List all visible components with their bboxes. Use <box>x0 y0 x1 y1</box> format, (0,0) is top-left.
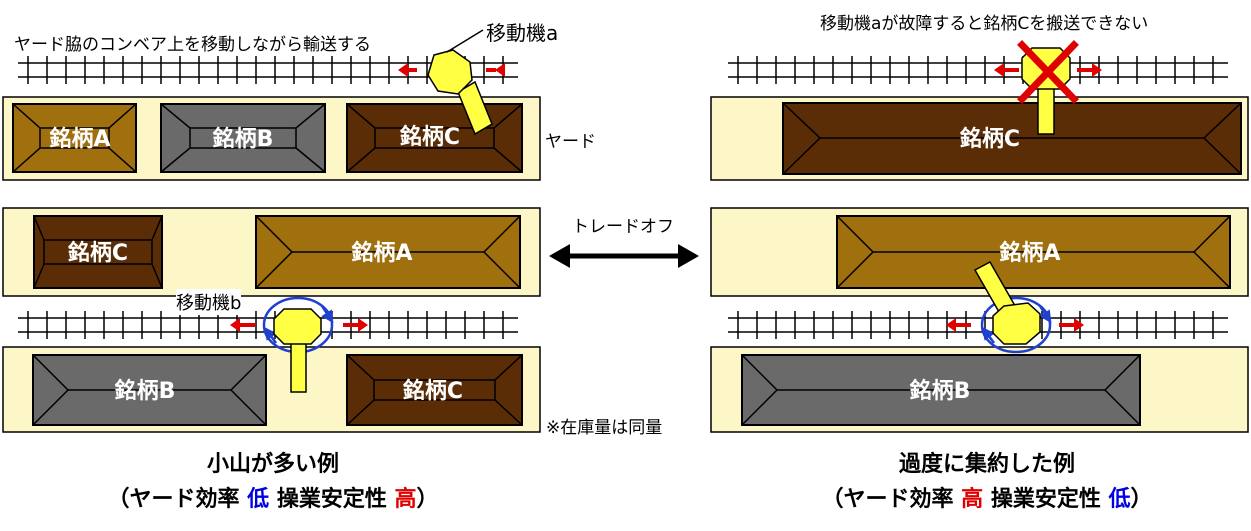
left-title-line2: （ヤード効率 低 操業安定性 高） <box>53 481 493 513</box>
right-stability-value: 低 <box>1108 487 1131 512</box>
yard-label: ヤード <box>545 132 596 152</box>
inventory-note: ※在庫量は同量 <box>546 418 663 438</box>
machine-a-right-failed <box>994 40 1102 135</box>
pile-left-r2-a: 銘柄A <box>255 215 521 289</box>
pile-label: 銘柄B <box>910 378 971 404</box>
arrow-left-icon <box>946 318 956 332</box>
right-efficiency-value: 高 <box>961 487 984 512</box>
right-title-line1: 過度に集約した例 <box>898 452 1075 477</box>
arrow-right-icon <box>495 63 505 77</box>
left-title: 小山が多い例 （ヤード効率 低 操業安定性 高） <box>53 446 493 513</box>
machine-b-right <box>946 260 1084 354</box>
pile-right-r1-c: 銘柄C <box>782 102 1242 175</box>
arrow-right-icon <box>1092 63 1102 77</box>
pile-left-r3-c: 銘柄C <box>346 354 523 426</box>
left-title-close: ） <box>416 487 439 512</box>
left-title-line1: 小山が多い例 <box>206 452 339 477</box>
pile-right-r3-b: 銘柄B <box>741 354 1141 426</box>
arrow-right-icon <box>1074 318 1084 332</box>
conveyor-right-top <box>728 56 1228 84</box>
pile-left-r1-b: 銘柄B <box>160 103 326 173</box>
conveyor-right-bottom <box>728 311 1228 339</box>
pile-left-r1-c: 銘柄C <box>346 103 523 173</box>
pile-left-r1-a: 銘柄A <box>12 103 137 173</box>
pile-label: 銘柄B <box>115 378 176 404</box>
arrow-left-icon <box>230 318 240 332</box>
arrow-left-icon <box>398 63 408 77</box>
pile-label: 銘柄C <box>403 378 463 404</box>
right-title-close: ） <box>1130 487 1153 512</box>
pile-left-r3-b: 銘柄B <box>32 354 267 426</box>
arrow-right-icon <box>358 318 368 332</box>
left-title-open: （ヤード効率 <box>107 487 248 512</box>
pile-label: 銘柄B <box>213 126 274 152</box>
arrow-left-icon <box>994 63 1004 77</box>
pile-label: 銘柄C <box>400 124 460 150</box>
tradeoff-label: トレードオフ <box>572 217 674 237</box>
failure-x-icon <box>1017 40 1079 104</box>
right-title-open: （ヤード効率 <box>821 487 962 512</box>
pile-right-r2-a: 銘柄A <box>836 215 1231 289</box>
right-title: 過度に集約した例 （ヤード効率 高 操業安定性 低） <box>767 446 1207 513</box>
machine-b-label: 移動機b <box>176 289 242 315</box>
pile-label: 銘柄A <box>351 240 412 266</box>
left-efficiency-value: 低 <box>247 487 270 512</box>
machine-a-left <box>398 49 505 136</box>
machine-a-leader <box>446 29 484 53</box>
pile-label: 銘柄C <box>960 126 1020 152</box>
pile-label: 銘柄A <box>999 240 1060 266</box>
pile-left-r2-c: 銘柄C <box>33 215 163 289</box>
failure-caption: 移動機aが故障すると銘柄Cを搬送できない <box>820 14 1149 34</box>
conveyor-caption: ヤード脇のコンベア上を移動しながら輸送する <box>14 35 371 55</box>
left-title-mid: 操業安定性 <box>269 487 395 512</box>
machine-b-left <box>230 296 368 393</box>
tradeoff-double-arrow <box>549 244 699 268</box>
right-title-mid: 操業安定性 <box>983 487 1109 512</box>
pile-label: 銘柄C <box>68 240 128 266</box>
pile-label: 銘柄A <box>49 126 110 152</box>
machine-a-label: 移動機a <box>486 21 559 45</box>
right-title-line2: （ヤード効率 高 操業安定性 低） <box>767 481 1207 513</box>
left-stability-value: 高 <box>394 487 417 512</box>
conveyor-left-bottom <box>18 311 518 339</box>
rotation-icon <box>980 296 1052 354</box>
